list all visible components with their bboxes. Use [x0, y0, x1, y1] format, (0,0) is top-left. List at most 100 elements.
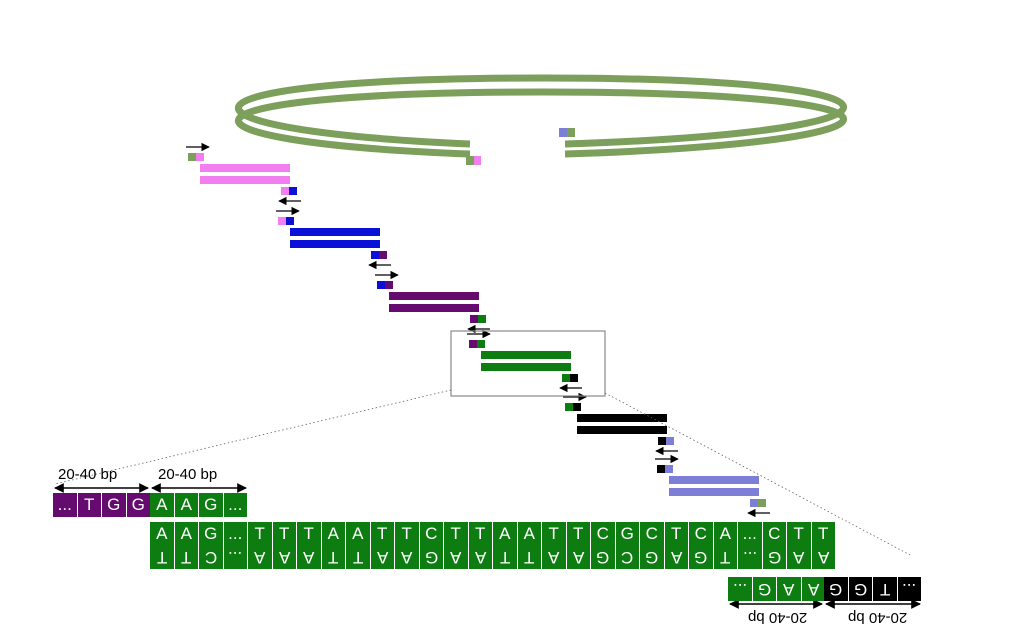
pink-fragment-top-strand	[200, 164, 290, 172]
black-forward-primer-anchor	[573, 403, 581, 411]
purple-seq-base: T	[77, 493, 102, 517]
bottom-black-seq-base: ...	[897, 577, 922, 601]
green-top-seq-base: C	[591, 522, 616, 546]
black-forward-primer-tail	[565, 403, 573, 411]
green-reverse-primer-tail	[570, 374, 578, 382]
green-top-seq-base: A	[321, 522, 346, 546]
green-overhang-seq-base: A	[174, 493, 199, 517]
black-fragment-bottom-strand	[577, 426, 667, 434]
green-bottom-seq-base: C	[199, 545, 224, 569]
zoom-box	[450, 330, 606, 397]
bottom-black-seq-base: G	[824, 577, 849, 601]
green-bottom-seq-base: A	[468, 545, 493, 569]
green-bottom-seq-base: T	[174, 545, 199, 569]
lavender-forward-primer-tail	[657, 465, 665, 473]
lavender-fragment-bottom-strand	[669, 488, 759, 496]
green-bottom-seq-base: A	[566, 545, 591, 569]
green-bottom-seq-base: T	[517, 545, 542, 569]
purple-reverse-primer-anchor	[470, 315, 478, 323]
pink-reverse-primer-tail	[289, 187, 297, 195]
green-bottom-seq-base: C	[615, 545, 640, 569]
green-top-seq-base: A	[346, 522, 371, 546]
bottom-green-seq-base: A	[777, 577, 802, 601]
purple-seq-base: G	[126, 493, 151, 517]
plasmid-right-overlap-block	[559, 128, 567, 137]
green-top-seq-base: T	[787, 522, 812, 546]
bottom-black-seq-base: G	[848, 577, 873, 601]
green-top-seq-base: T	[395, 522, 420, 546]
bottom-right-overlap-length-label: 20-40 bp	[848, 609, 908, 626]
left-overlap-length-label: 20-40 bp	[58, 466, 118, 483]
pink-reverse-primer-anchor	[281, 187, 289, 195]
blue-fragment-top-strand	[290, 228, 380, 236]
green-top-seq-base: ...	[223, 522, 248, 546]
green-top-seq-base: T	[444, 522, 469, 546]
green-overhang-seq-base: G	[199, 493, 224, 517]
pink-forward-primer-tail	[188, 153, 196, 161]
black-fragment-top-strand	[577, 414, 667, 422]
green-bottom-seq-base: T	[150, 545, 175, 569]
blue-fragment-bottom-strand	[290, 240, 380, 248]
black-reverse-primer-anchor	[658, 437, 666, 445]
green-top-seq-base: T	[542, 522, 567, 546]
green-bottom-seq-base: A	[664, 545, 689, 569]
green-top-seq-base: T	[297, 522, 322, 546]
lavender-fragment-top-strand	[669, 476, 759, 484]
green-top-seq-base: T	[370, 522, 395, 546]
green-bottom-seq-base: G	[640, 545, 665, 569]
purple-reverse-primer-tail	[478, 315, 486, 323]
green-bottom-seq-base: G	[591, 545, 616, 569]
green-top-seq-base: C	[689, 522, 714, 546]
green-fragment-top-strand	[481, 351, 571, 359]
green-top-seq-base: A	[493, 522, 518, 546]
pcr-fragments	[186, 142, 770, 518]
bottom-green-seq-base: ...	[728, 577, 753, 601]
green-top-seq-base: T	[664, 522, 689, 546]
green-bottom-seq-base: T	[493, 545, 518, 569]
green-top-seq-base: A	[174, 522, 199, 546]
plasmid-outer-strand	[235, 74, 847, 148]
green-top-seq-base: G	[615, 522, 640, 546]
green-bottom-seq-base: A	[297, 545, 322, 569]
plasmid-vector	[235, 74, 847, 165]
green-top-seq-base: T	[468, 522, 493, 546]
green-top-seq-base: ...	[738, 522, 763, 546]
green-overhang-seq-base: A	[150, 493, 175, 517]
green-top-seq-base: T	[248, 522, 273, 546]
plasmid-inner-strand	[235, 88, 847, 158]
green-bottom-seq-base: T	[321, 545, 346, 569]
pink-fragment-bottom-strand	[200, 176, 290, 184]
green-bottom-seq-base: A	[811, 545, 836, 569]
green-top-seq-base: T	[272, 522, 297, 546]
blue-reverse-primer-tail	[379, 251, 387, 259]
black-reverse-primer-tail	[666, 437, 674, 445]
pink-forward-primer-anchor	[196, 153, 204, 161]
green-top-seq-base: T	[566, 522, 591, 546]
green-overhang-seq-base: ...	[223, 493, 248, 517]
green-fragment-bottom-strand	[481, 363, 571, 371]
green-reverse-primer-anchor	[562, 374, 570, 382]
purple-seq-base: ...	[53, 493, 78, 517]
green-top-seq-base: G	[199, 522, 224, 546]
green-bottom-seq-base: A	[248, 545, 273, 569]
right-overlap-length-label: 20-40 bp	[158, 466, 218, 483]
bottom-green-seq-base: A	[801, 577, 826, 601]
lavender-forward-primer-anchor	[665, 465, 673, 473]
green-top-seq-base: C	[419, 522, 444, 546]
green-bottom-seq-base: T	[713, 545, 738, 569]
green-forward-primer-tail	[469, 340, 477, 348]
green-bottom-seq-base: A	[370, 545, 395, 569]
green-bottom-seq-base: T	[346, 545, 371, 569]
plasmid-left-end-block	[466, 156, 474, 165]
green-top-seq-base: T	[811, 522, 836, 546]
zoom-callout	[54, 330, 921, 609]
purple-forward-primer-anchor	[385, 281, 393, 289]
bottom-black-seq-base: T	[873, 577, 898, 601]
green-top-seq-base: A	[517, 522, 542, 546]
blue-forward-primer-anchor	[286, 217, 294, 225]
green-bottom-seq-base: ...	[223, 545, 248, 569]
purple-forward-primer-tail	[377, 281, 385, 289]
green-top-seq-base: A	[150, 522, 175, 546]
